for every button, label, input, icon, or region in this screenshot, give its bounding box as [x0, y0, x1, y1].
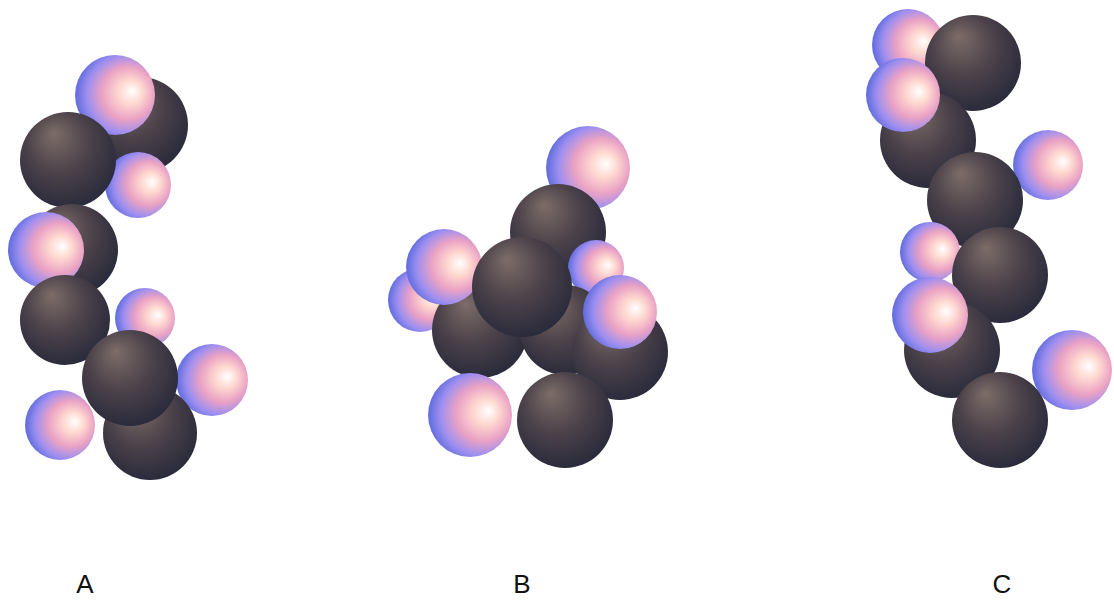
light-sphere [406, 229, 482, 305]
light-sphere [892, 277, 968, 353]
dark-sphere [20, 112, 116, 208]
light-sphere [25, 390, 95, 460]
panel-label: A [76, 571, 93, 597]
dark-sphere [472, 237, 572, 337]
dark-sphere [517, 372, 613, 468]
light-sphere [428, 373, 512, 457]
molecule-a [8, 55, 248, 480]
light-sphere [1013, 130, 1083, 200]
panel-label: B [513, 571, 530, 597]
molecule-c [866, 9, 1112, 468]
light-sphere [866, 58, 940, 132]
dark-sphere [952, 372, 1048, 468]
light-sphere [583, 275, 657, 349]
light-sphere [900, 222, 960, 282]
panel-label: C [993, 571, 1012, 597]
light-sphere [1032, 330, 1112, 410]
molecule-b [388, 126, 668, 468]
dark-sphere [82, 330, 178, 426]
